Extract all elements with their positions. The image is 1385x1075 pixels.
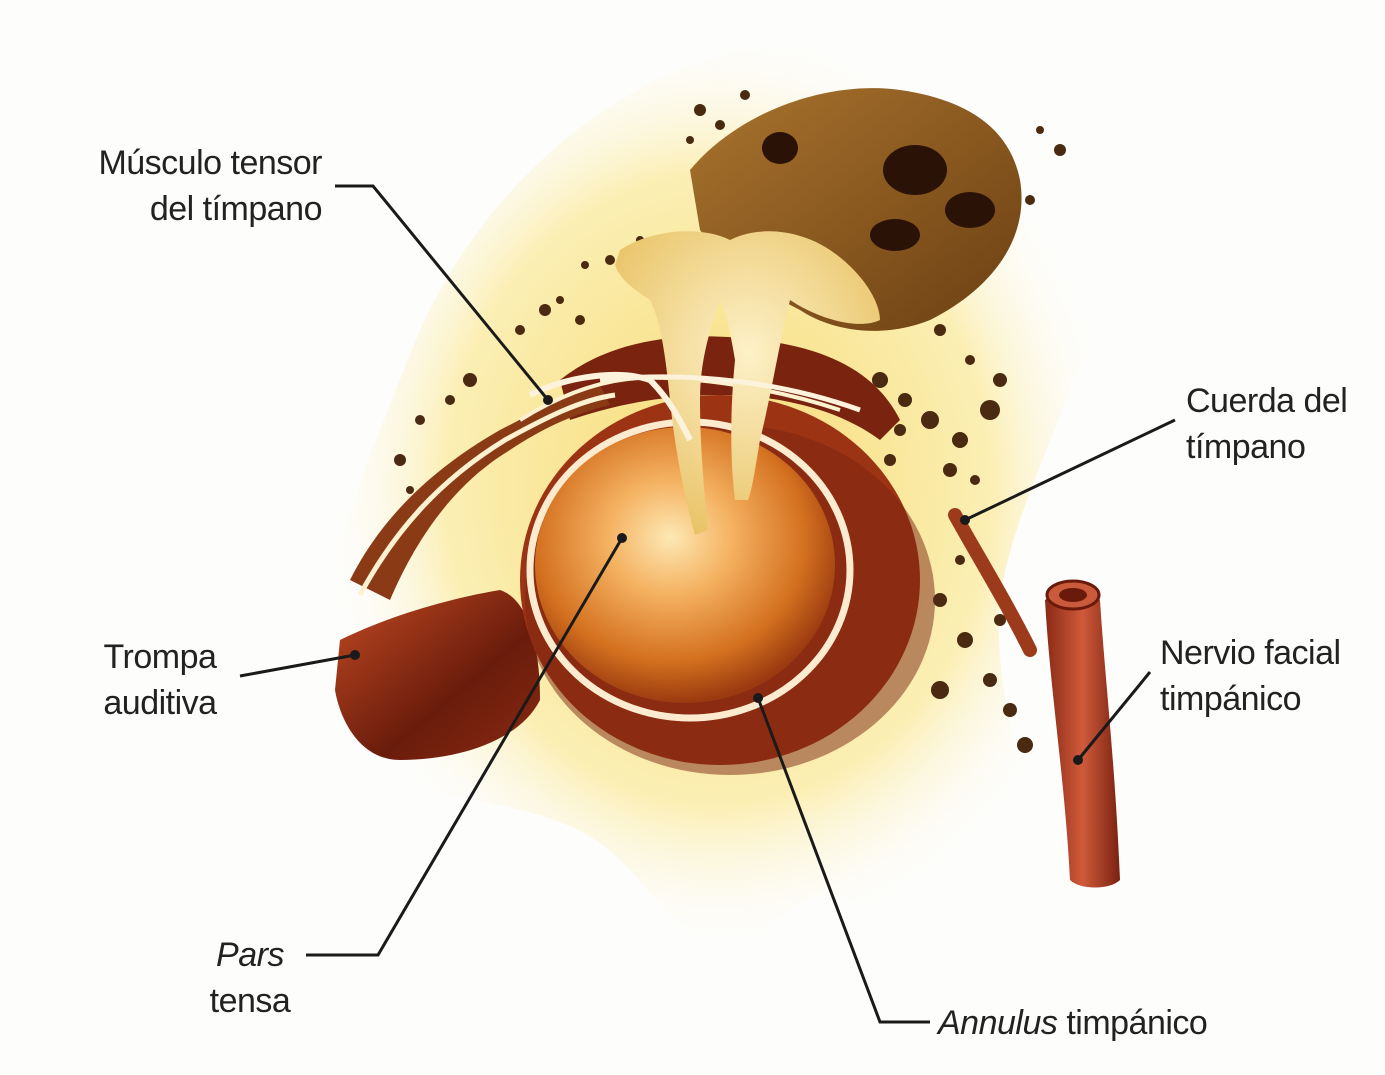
label-pars-line1: Pars: [190, 932, 310, 978]
label-tensor-tympani: Músculo tensor del tímpano: [40, 140, 322, 232]
mastoid-cell: [883, 145, 947, 195]
label-annulus: Annulus timpánico: [938, 1000, 1207, 1046]
label-chorda-line1: Cuerda del: [1186, 378, 1347, 424]
mastoid-cell: [945, 192, 995, 228]
label-tensor-line2: del tímpano: [40, 186, 322, 232]
label-annulus-rest: timpánico: [1057, 1004, 1207, 1042]
facial-nerve: [1045, 591, 1120, 888]
label-chorda-line2: tímpano: [1186, 424, 1347, 470]
facial-nerve-lumen: [1059, 588, 1087, 602]
label-facial-nerve: Nervio facial timpánico: [1160, 630, 1341, 722]
label-tube-line2: auditiva: [80, 680, 240, 726]
label-annulus-italic: Annulus: [938, 1004, 1057, 1042]
label-tube-line1: Trompa: [80, 634, 240, 680]
label-auditory-tube: Trompa auditiva: [80, 634, 240, 726]
label-tensor-line1: Músculo tensor: [40, 140, 322, 186]
label-facial-line2: timpánico: [1160, 676, 1341, 722]
label-pars-tensa: Pars tensa: [190, 932, 310, 1024]
label-facial-line1: Nervio facial: [1160, 630, 1341, 676]
label-chorda-tympani: Cuerda del tímpano: [1186, 378, 1347, 470]
mastoid-cell: [762, 132, 798, 164]
mastoid-cell: [870, 219, 920, 251]
label-pars-line2: tensa: [190, 978, 310, 1024]
